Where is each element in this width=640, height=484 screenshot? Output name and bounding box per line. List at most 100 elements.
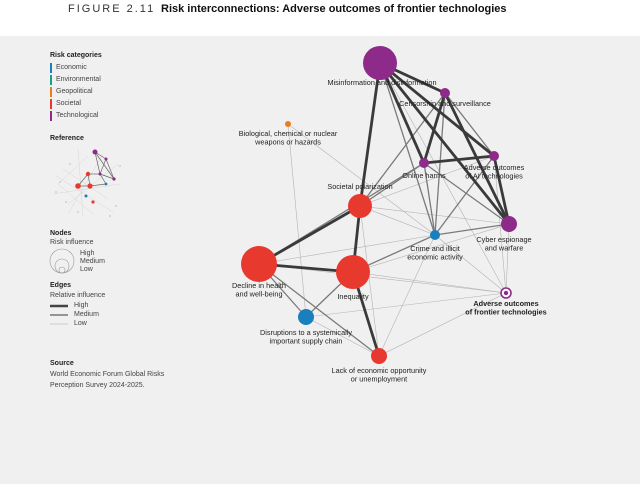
node-label-bio: Biological, chemical or nuclear (239, 129, 338, 138)
edge-bio-crime (287, 123, 436, 236)
edges-subtitle: Relative influence (50, 292, 106, 299)
node-label-adverse_ai: of AI technologies (465, 172, 523, 181)
node-circle (348, 194, 372, 218)
node-label-crime: economic activity (407, 253, 463, 262)
node-bio (285, 121, 291, 127)
node-circle (419, 158, 429, 168)
category-swatch (50, 75, 52, 85)
node-circle (336, 255, 370, 289)
node-label-supply: Disruptions to a systemically (260, 328, 352, 337)
edge-censorship-adverse_ai (444, 92, 495, 157)
edge-misinfo-frontier (379, 62, 507, 294)
node-misinfo (363, 46, 397, 80)
category-geopolitical: Geopolitical (50, 87, 93, 97)
category-swatch (50, 87, 52, 97)
source-text-line-2: Perception Survey 2024-2025. (50, 382, 145, 389)
edge-crime-unemployment (378, 234, 436, 357)
categories-title: Risk categories (50, 52, 102, 59)
node-label-health: and well-being (235, 290, 282, 299)
category-swatch (50, 63, 52, 73)
source-text-line-1: World Economic Forum Global Risks (50, 371, 165, 378)
node-label-bio: weapons or hazards (254, 138, 321, 147)
category-label: Societal (56, 100, 81, 107)
node-circle (298, 309, 314, 325)
source-title: Source (50, 360, 74, 367)
edge-misinfo-polarization (358, 61, 382, 208)
edge-misinfo-cyber (378, 61, 511, 226)
edge-misinfo-adverse_ai (378, 61, 496, 158)
reference-title: Reference (50, 135, 84, 142)
category-swatch (50, 99, 52, 109)
node-online (419, 158, 429, 168)
node-label-adverse_ai: Adverse outcomes (464, 163, 525, 172)
edge-adverse_ai-frontier (493, 155, 507, 294)
edge-cyber-crime (434, 223, 510, 236)
edge-cyber-polarization (359, 205, 510, 225)
node-label-unemployment: Lack of economic opportunity (332, 366, 427, 375)
node-label-crime: Crime and illicit (410, 244, 459, 253)
figure-title: Risk interconnections: Adverse outcomes … (161, 3, 507, 15)
edge-misinfo-online (378, 61, 426, 165)
category-label: Economic (56, 64, 87, 71)
network-graph: Misinformation and disinformationCensors… (232, 46, 547, 384)
edge-censorship-polarization (359, 92, 446, 207)
node-label-frontier: of frontier technologies (465, 308, 546, 317)
figure-panel: Risk categories Economic Environmental G… (0, 36, 640, 484)
node-circle (363, 46, 397, 80)
labels-layer: Misinformation and disinformationCensors… (232, 78, 547, 384)
edge-censorship-crime (434, 92, 446, 236)
edge-supply-unemployment (305, 316, 380, 357)
edge-unemployment-frontier (378, 292, 507, 357)
node-label-misinfo: Misinformation and disinformation (327, 78, 436, 87)
node-label-polarization: Societal polarization (327, 182, 392, 191)
node-level-medium: Medium (80, 258, 105, 265)
edge-cyber-inequality (352, 223, 510, 273)
node-circle (285, 121, 291, 127)
node-polarization (348, 194, 372, 218)
edges-title: Edges (50, 282, 72, 289)
reference-thumbnail (52, 148, 121, 217)
node-censorship (440, 88, 450, 98)
node-label-inequality: Inequality (337, 292, 369, 301)
edge-adverse_ai-cyber (492, 154, 511, 226)
edge-polarization-unemployment (359, 205, 380, 357)
edge-bio-supply (287, 123, 307, 318)
category-label: Geopolitical (56, 88, 93, 95)
edge-level-medium: Medium (74, 311, 99, 318)
node-cyber (501, 216, 517, 232)
node-circle (440, 88, 450, 98)
edge-polarization-health (257, 204, 362, 266)
node-label-health: Decline in health (232, 281, 286, 290)
edge-misinfo-crime (379, 62, 436, 236)
node-label-supply: important supply chain (269, 337, 342, 346)
node-circle (371, 348, 387, 364)
node-size-legend (49, 248, 75, 274)
category-societal: Societal (50, 99, 81, 109)
edge-online-crime (423, 162, 436, 236)
node-adverse_ai (489, 151, 499, 161)
node-label-censorship: Censorship and surveillance (399, 99, 491, 108)
category-environmental: Environmental (50, 75, 101, 85)
node-label-unemployment: or unemployment (351, 375, 407, 384)
node-health (241, 246, 277, 282)
edge-polarization-crime (359, 205, 436, 236)
category-technological: Technological (50, 111, 98, 121)
edge-supply-frontier (305, 292, 507, 318)
edge-inequality-frontier (352, 271, 507, 294)
node-unemployment (371, 348, 387, 364)
edge-level-high: High (74, 302, 89, 309)
node-label-online: Online harms (402, 171, 446, 180)
node-inequality (336, 255, 370, 289)
category-swatch (50, 111, 52, 121)
node-circle (489, 151, 499, 161)
edge-health-crime (258, 234, 436, 265)
nodes-title: Nodes (50, 230, 72, 237)
edge-weight-legend (50, 304, 68, 325)
nodes-layer (241, 46, 517, 364)
edge-adverse_ai-crime (434, 155, 495, 236)
node-label-frontier: Adverse outcomes (473, 299, 538, 308)
node-circle (430, 230, 440, 240)
node-supply (298, 309, 314, 325)
node-dot (503, 290, 509, 296)
edge-crime-frontier (434, 234, 507, 294)
